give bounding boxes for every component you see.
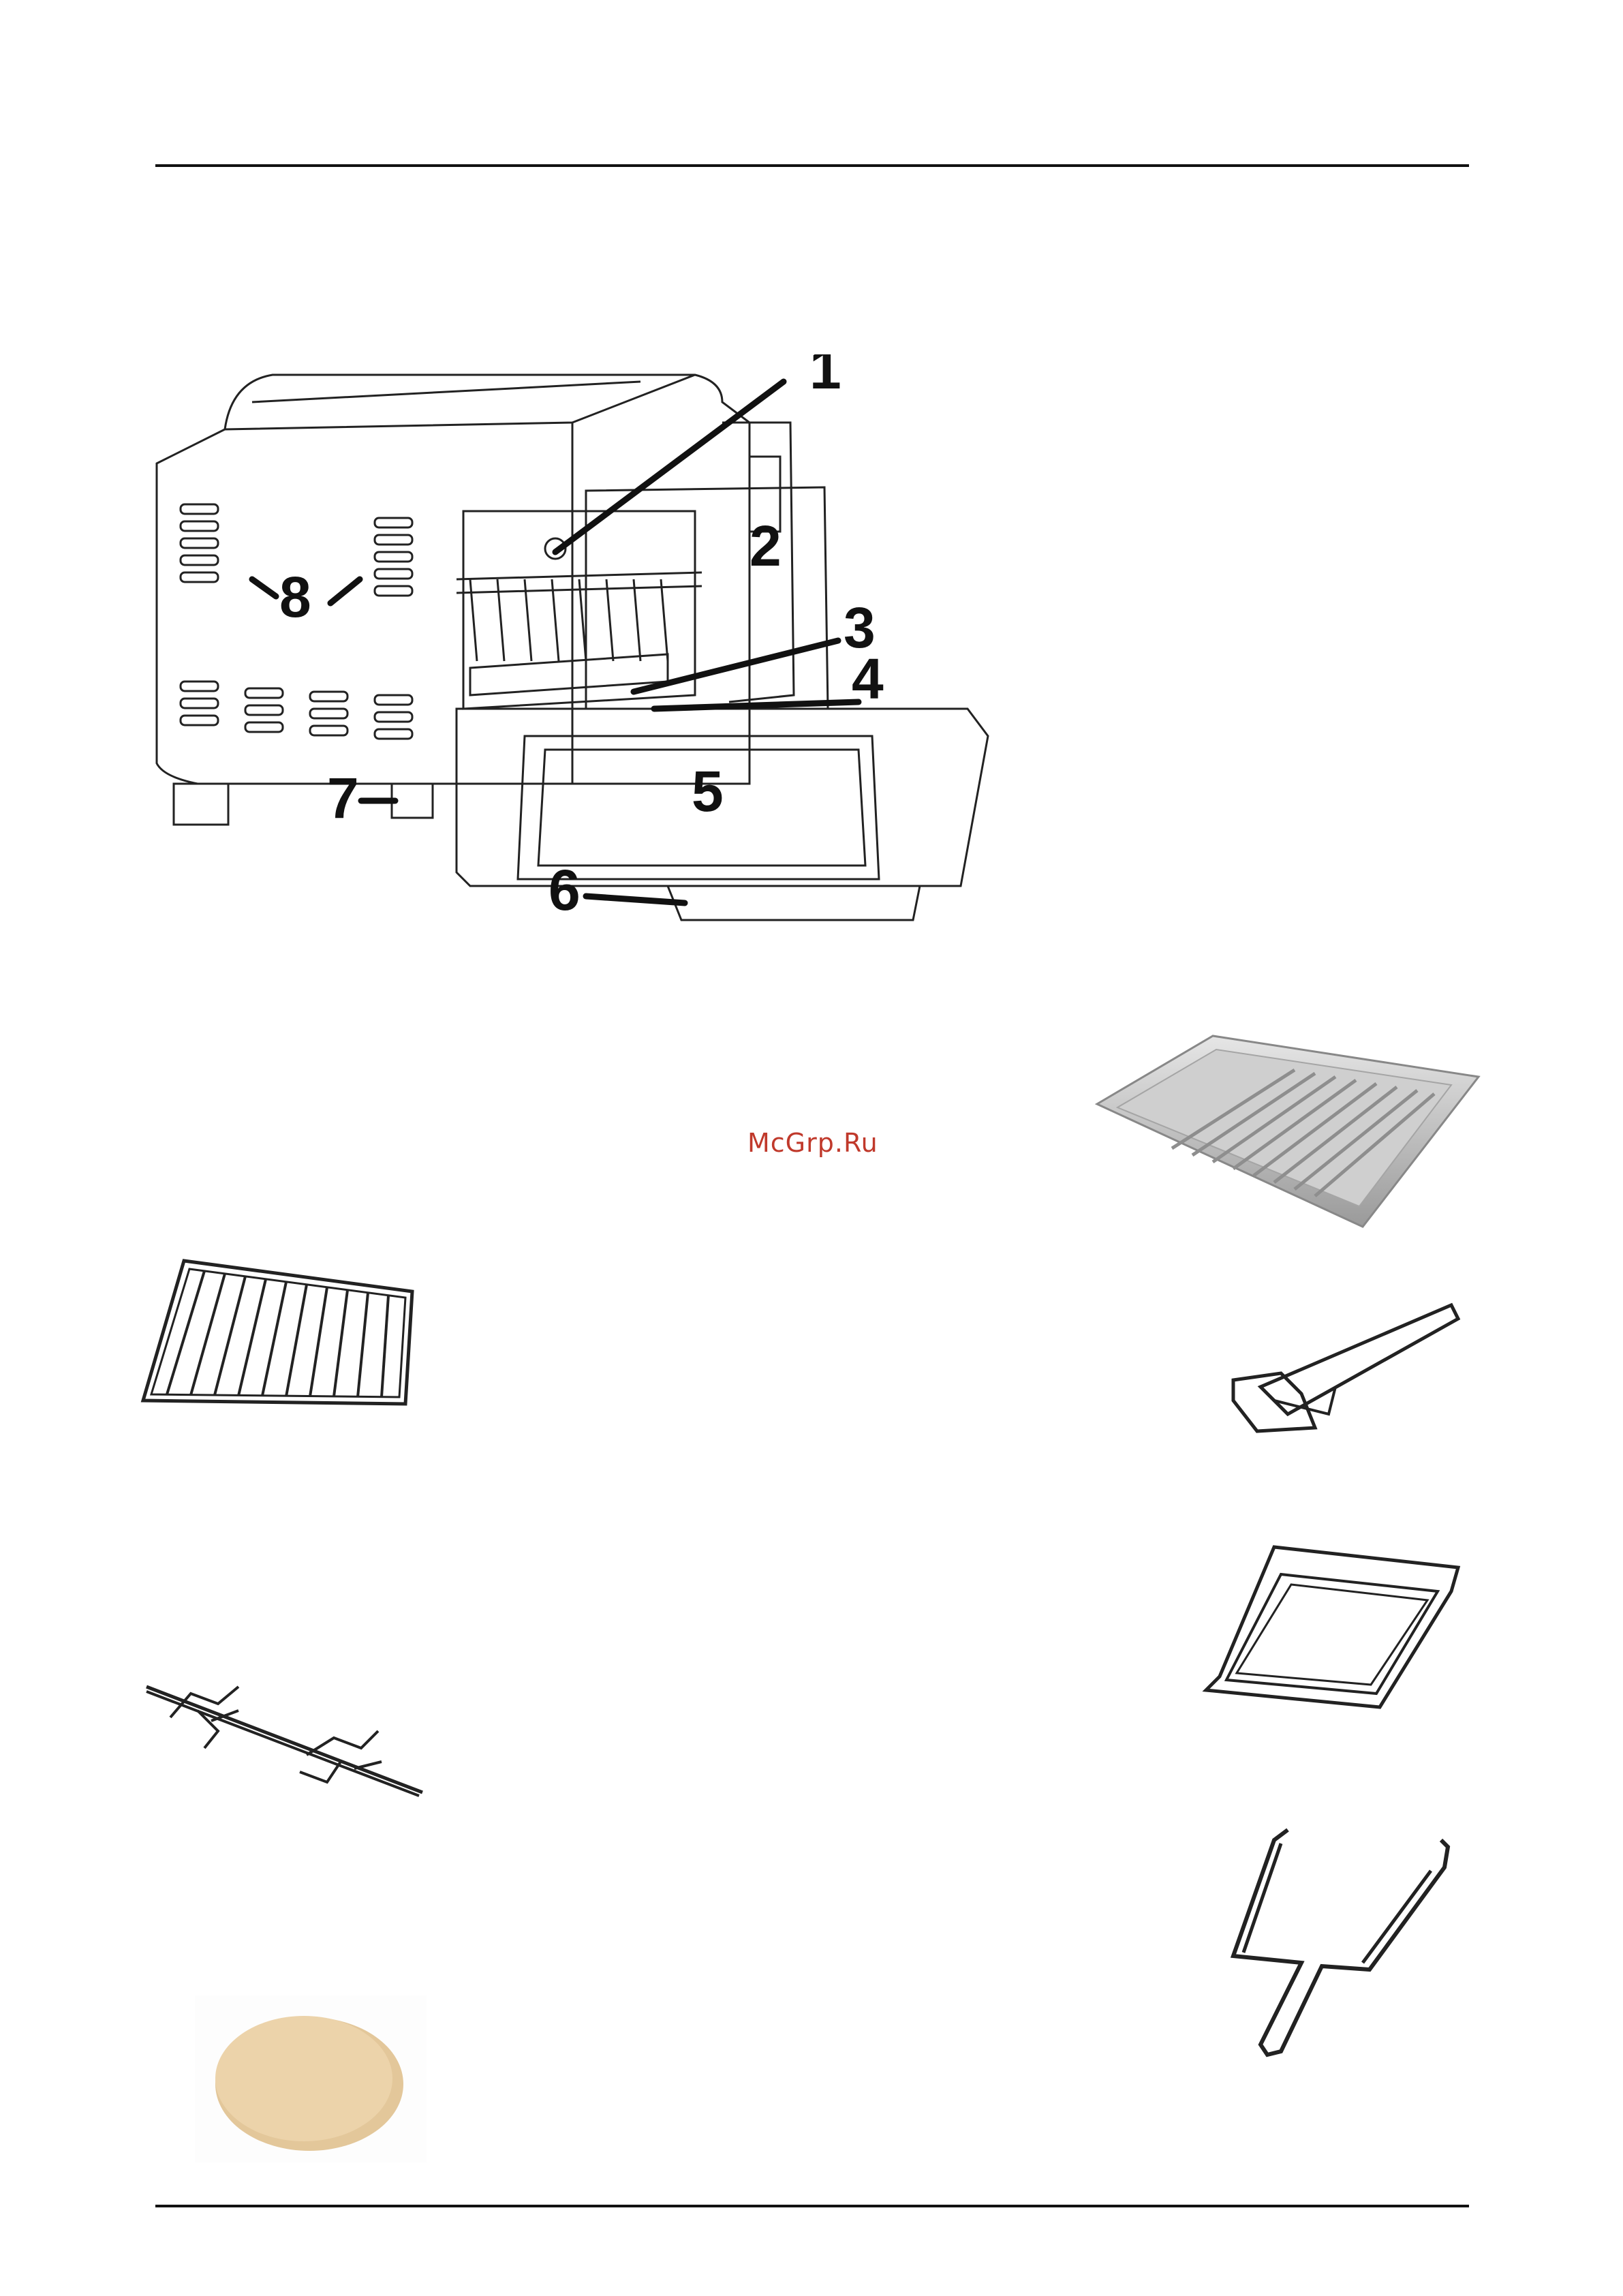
callout-1: 1 [809,354,841,401]
rack-handle-icon [1220,1298,1465,1455]
pizza-stone-icon [195,1995,427,2162]
wire-rack-icon [136,1254,422,1418]
callout-4: 4 [852,647,884,711]
header-rule [155,164,1469,167]
crumb-tray-icon [1199,1540,1465,1731]
callout-7: 7 [327,766,359,830]
rotisserie-spit-icon [143,1683,429,1799]
callout-8: 8 [279,565,311,629]
callout-2: 2 [749,514,782,578]
footer-rule [155,2205,1469,2207]
oven-diagram: 1 2 3 4 5 6 7 8 [150,354,1002,954]
callout-5: 5 [692,759,724,823]
callout-6: 6 [548,858,581,922]
baking-tray-icon [1090,1022,1485,1240]
rotisserie-handle-icon [1213,1826,1465,2065]
watermark: McGrp.Ru [747,1128,878,1158]
